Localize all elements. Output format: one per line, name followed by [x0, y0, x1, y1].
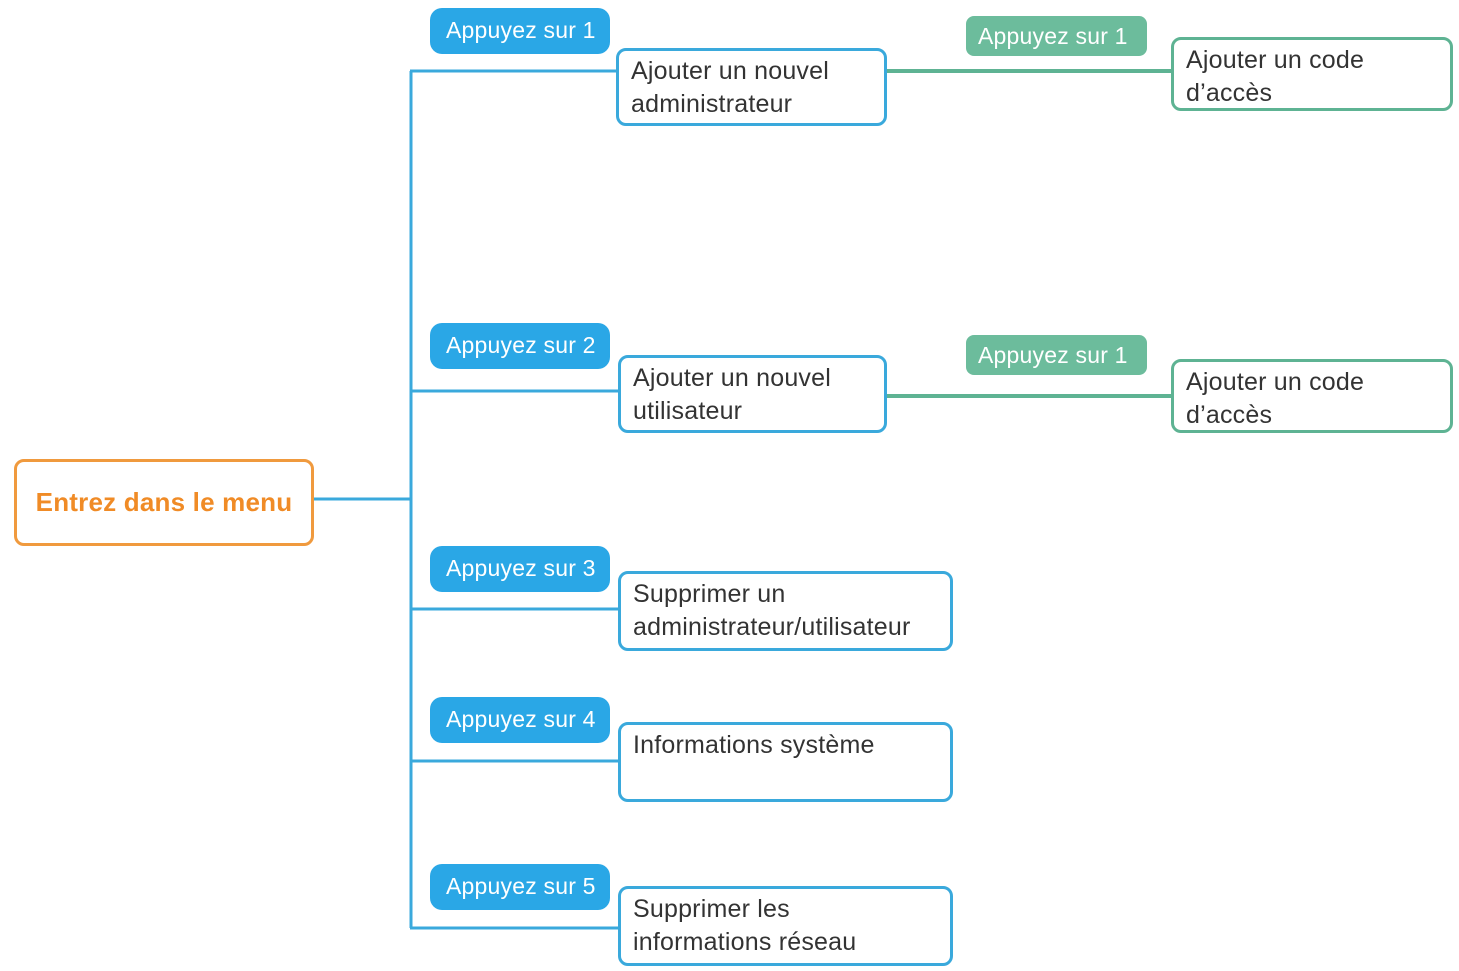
step-badge-4: Appuyez sur 4 [430, 697, 610, 743]
node-add-admin: Ajouter un nouvel administrateur [616, 48, 887, 126]
node-delete-admin-user: Supprimer un administrateur/utilisateur [618, 571, 953, 651]
node-add-user: Ajouter un nouvel utilisateur [618, 355, 887, 433]
node-add-access-code-admin: Ajouter un code d’accès [1171, 37, 1453, 111]
root-node: Entrez dans le menu [14, 459, 314, 546]
step-badge-1: Appuyez sur 1 [430, 8, 610, 54]
step-badge-2: Appuyez sur 2 [430, 323, 610, 369]
step-badge-3: Appuyez sur 3 [430, 546, 610, 592]
root-label: Entrez dans le menu [35, 487, 293, 517]
sub-step-badge-2: Appuyez sur 1 [966, 335, 1147, 375]
node-add-access-code-user: Ajouter un code d’accès [1171, 359, 1453, 433]
sub-step-badge-1: Appuyez sur 1 [966, 16, 1147, 56]
step-badge-5: Appuyez sur 5 [430, 864, 610, 910]
node-delete-network-info: Supprimer les informations réseau [618, 886, 953, 966]
node-system-info: Informations système [618, 722, 953, 802]
